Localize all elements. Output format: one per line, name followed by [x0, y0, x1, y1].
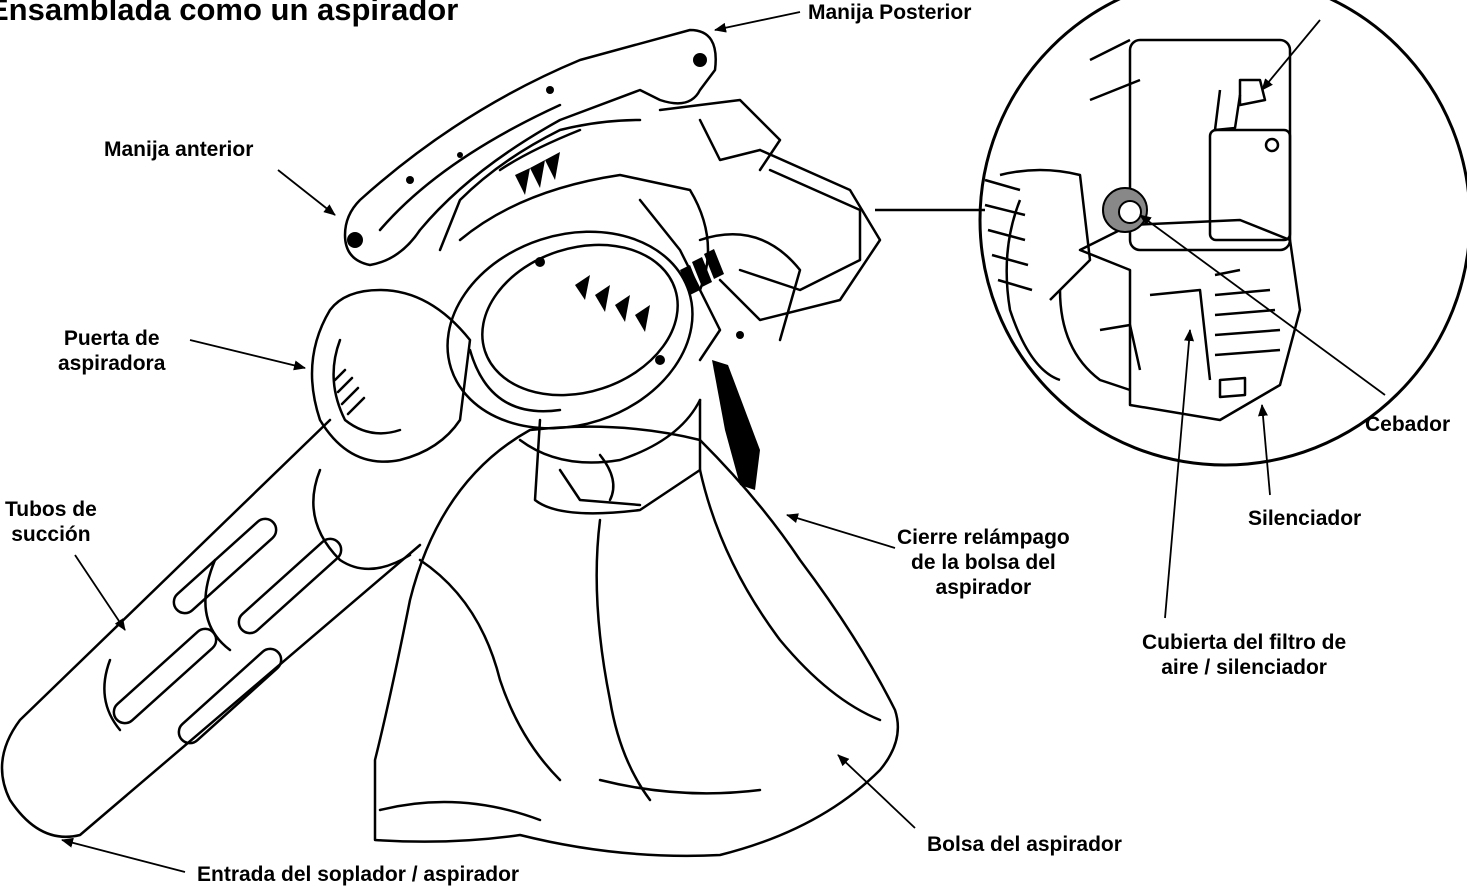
leader-suction-tubes	[74, 554, 126, 631]
label-filter-cover: Cubierta del filtro de aire / silenciado…	[1142, 631, 1347, 679]
leader-inlet	[61, 837, 186, 873]
label-front-handle: Manija anterior	[104, 138, 254, 161]
leader-filter-cover	[1164, 329, 1195, 619]
diagram-title: Ensamblada como un aspirador	[0, 0, 459, 27]
inset-detail-circle	[978, 0, 1467, 467]
label-bag: Bolsa del aspirador	[927, 833, 1122, 856]
leader-rear-handle	[714, 11, 801, 33]
leader-vacuum-door	[189, 339, 306, 371]
label-inlet: Entrada del soplador / aspirador	[197, 863, 520, 886]
motor-housing-drawing	[446, 98, 882, 515]
leader-inset-top	[1261, 19, 1321, 91]
leader-muffler	[1257, 404, 1271, 496]
label-muffler: Silenciador	[1248, 507, 1362, 530]
label-zipper: Cierre relámpago de la bolsa del aspirad…	[897, 526, 1070, 599]
label-vacuum-door: Puerta de aspiradora	[58, 327, 166, 375]
label-suction-tubes: Tubos de succión	[5, 498, 97, 546]
suction-tube-drawing	[0, 418, 422, 839]
leader-bag	[837, 754, 916, 829]
leader-primer	[1139, 214, 1386, 396]
vacuum-bag-drawing	[373, 425, 900, 858]
label-primer: Cebador	[1365, 413, 1451, 436]
leader-front-handle	[277, 169, 336, 216]
solid-details	[347, 53, 760, 490]
handles-drawing	[343, 28, 717, 267]
leader-zipper	[786, 513, 896, 549]
label-rear-handle: Manija Posterior	[808, 1, 972, 24]
vacuum-door-drawing	[310, 288, 472, 463]
